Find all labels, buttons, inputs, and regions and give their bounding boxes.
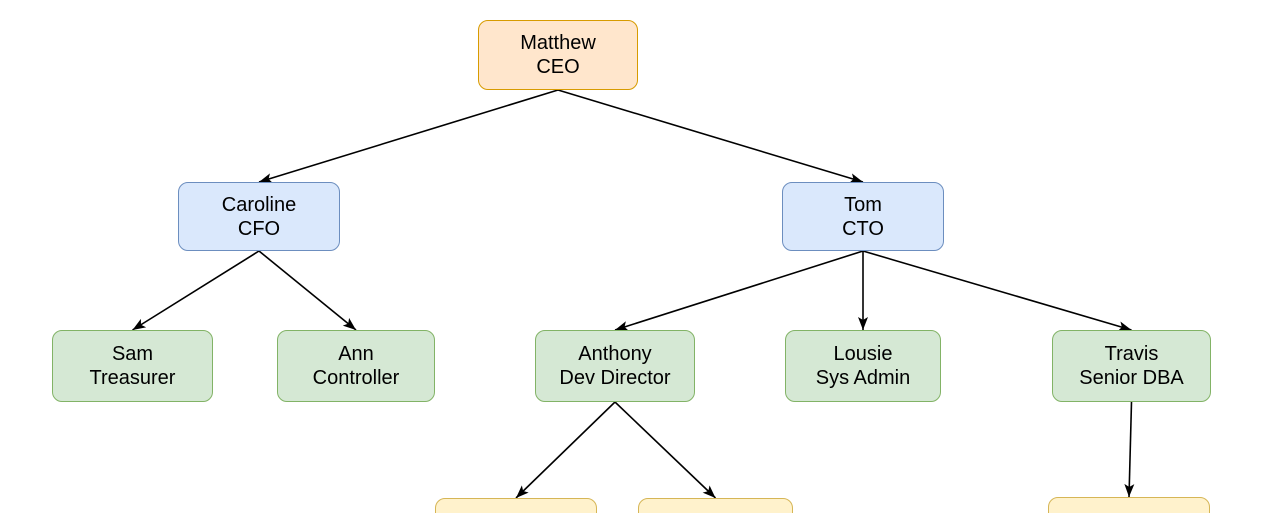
edge-matthew-to-caroline <box>258 89 559 183</box>
node-role: Treasurer <box>89 367 176 389</box>
edge-matthew-to-tom <box>557 89 864 184</box>
edge-anthony-to-cutoff-left <box>515 401 616 499</box>
org-node-cutoff-middle <box>638 498 793 513</box>
node-name: Anthony <box>578 343 652 365</box>
node-role: CEO <box>536 56 580 78</box>
edge-caroline-to-sam <box>132 250 260 331</box>
node-name: Lousie <box>833 343 893 365</box>
node-role: Senior DBA <box>1079 367 1184 389</box>
node-role: Controller <box>312 367 400 389</box>
node-name: Travis <box>1104 343 1159 365</box>
node-name: Sam <box>111 343 154 365</box>
node-name: Caroline <box>221 193 297 216</box>
edge-tom-to-travis <box>862 250 1132 332</box>
org-node-cutoff-right <box>1048 497 1210 513</box>
edge-anthony-to-cutoff-middle <box>614 401 717 499</box>
node-role: Sys Admin <box>815 367 911 389</box>
edge-caroline-to-ann <box>258 250 357 331</box>
node-name: Tom <box>844 193 882 216</box>
edge-tom-to-anthony <box>614 250 864 331</box>
org-node-cutoff-left <box>435 498 597 513</box>
node-role: CFO <box>237 217 281 240</box>
node-role: CTO <box>842 217 884 240</box>
node-name: Ann <box>338 343 374 365</box>
node-role: Dev Director <box>559 367 671 389</box>
node-name: Matthew <box>520 32 596 54</box>
edge-travis-to-cutoff-right <box>1124 401 1135 498</box>
